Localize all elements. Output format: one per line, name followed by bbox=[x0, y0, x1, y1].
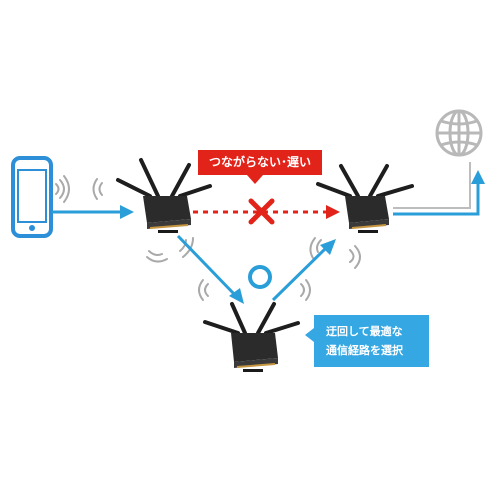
router-right-wave-icon bbox=[309, 237, 361, 269]
detour-label-line-2: 通信経路を選択 bbox=[326, 344, 403, 357]
slow-connection-label: つながらない･遅い bbox=[198, 150, 322, 175]
smartphone-icon bbox=[11, 156, 53, 238]
router-bottom bbox=[203, 302, 300, 372]
wired-link-line bbox=[393, 162, 471, 209]
detour-label-line-1: 迂回して最適な bbox=[326, 325, 403, 338]
blocked-link-line bbox=[193, 205, 340, 219]
detour-route-label: 迂回して最適な 通信経路を選択 bbox=[314, 315, 429, 367]
detour-arrow-up bbox=[271, 239, 336, 302]
uplink-arrow bbox=[393, 170, 485, 216]
phone-wave-icon bbox=[55, 175, 70, 203]
circle-ok-icon bbox=[248, 265, 272, 289]
router-left bbox=[116, 158, 212, 233]
router-right bbox=[316, 164, 414, 233]
detour-label-pointer bbox=[305, 328, 314, 342]
detour-arrow-down bbox=[176, 234, 244, 304]
router-bottom-wave-icon bbox=[198, 279, 311, 301]
cross-icon bbox=[248, 198, 275, 225]
globe-icon bbox=[435, 109, 483, 157]
phone-to-router-arrow bbox=[52, 205, 134, 219]
slow-connection-pointer bbox=[247, 175, 263, 184]
